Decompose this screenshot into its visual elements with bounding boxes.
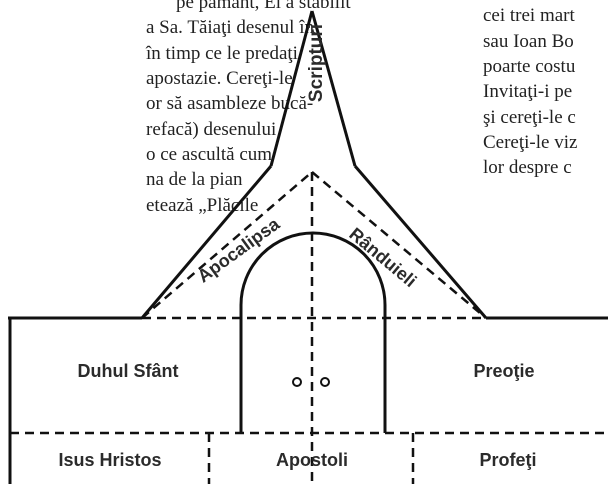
roof-right-label: Rânduieli: [345, 224, 420, 291]
right-text-line: Cereţi-le viz: [483, 132, 578, 153]
left-text-line: refacă) desenului: [146, 119, 277, 140]
left-text-line: o ce ascultă cum: [146, 144, 273, 165]
left-text-line: pe pământ, El a stabilit: [176, 0, 351, 13]
right-text-line: lor despre c: [483, 157, 572, 178]
steeple-left-edge: [269, 10, 314, 167]
left-text-line: na de la pian: [146, 169, 243, 190]
right-text-line: sau Ioan Bo: [483, 31, 574, 52]
right-text-line: poarte costu: [483, 56, 576, 77]
wall-left-label: Duhul Sfânt: [78, 361, 179, 381]
left-text-line: a Sa. Tăiaţi desenul în: [146, 17, 314, 38]
wall-right-label: Preoţie: [473, 361, 534, 381]
roof-fold-left: [141, 171, 313, 319]
foundation-label: Apostoli: [276, 450, 348, 470]
steeple-right-edge: [310, 10, 357, 167]
foundation-label: Profeţi: [479, 450, 536, 470]
roof-left-label: Apocalipsa: [194, 213, 284, 286]
door-knob-left: [292, 377, 302, 387]
roof-fold-right: [311, 171, 487, 319]
left-text-line: apostazie. Cereţi-le: [146, 68, 293, 89]
foundation-label: Isus Hristos: [58, 450, 161, 470]
door-knob-right: [320, 377, 330, 387]
right-text-line: şi cereţi-le c: [483, 107, 576, 128]
steeple-label: Scripturi: [306, 24, 327, 102]
left-text-line: or să asambleze bucă-: [146, 93, 314, 114]
right-text-line: cei trei mart: [483, 5, 575, 26]
roof-left-edge: [140, 165, 273, 319]
left-text-line: etează „Plăcile: [146, 195, 259, 216]
left-text-line: în timp ce le predaţi: [146, 43, 298, 64]
right-text-line: Invitaţi-i pe: [483, 81, 573, 102]
roof-right-edge: [353, 165, 488, 319]
